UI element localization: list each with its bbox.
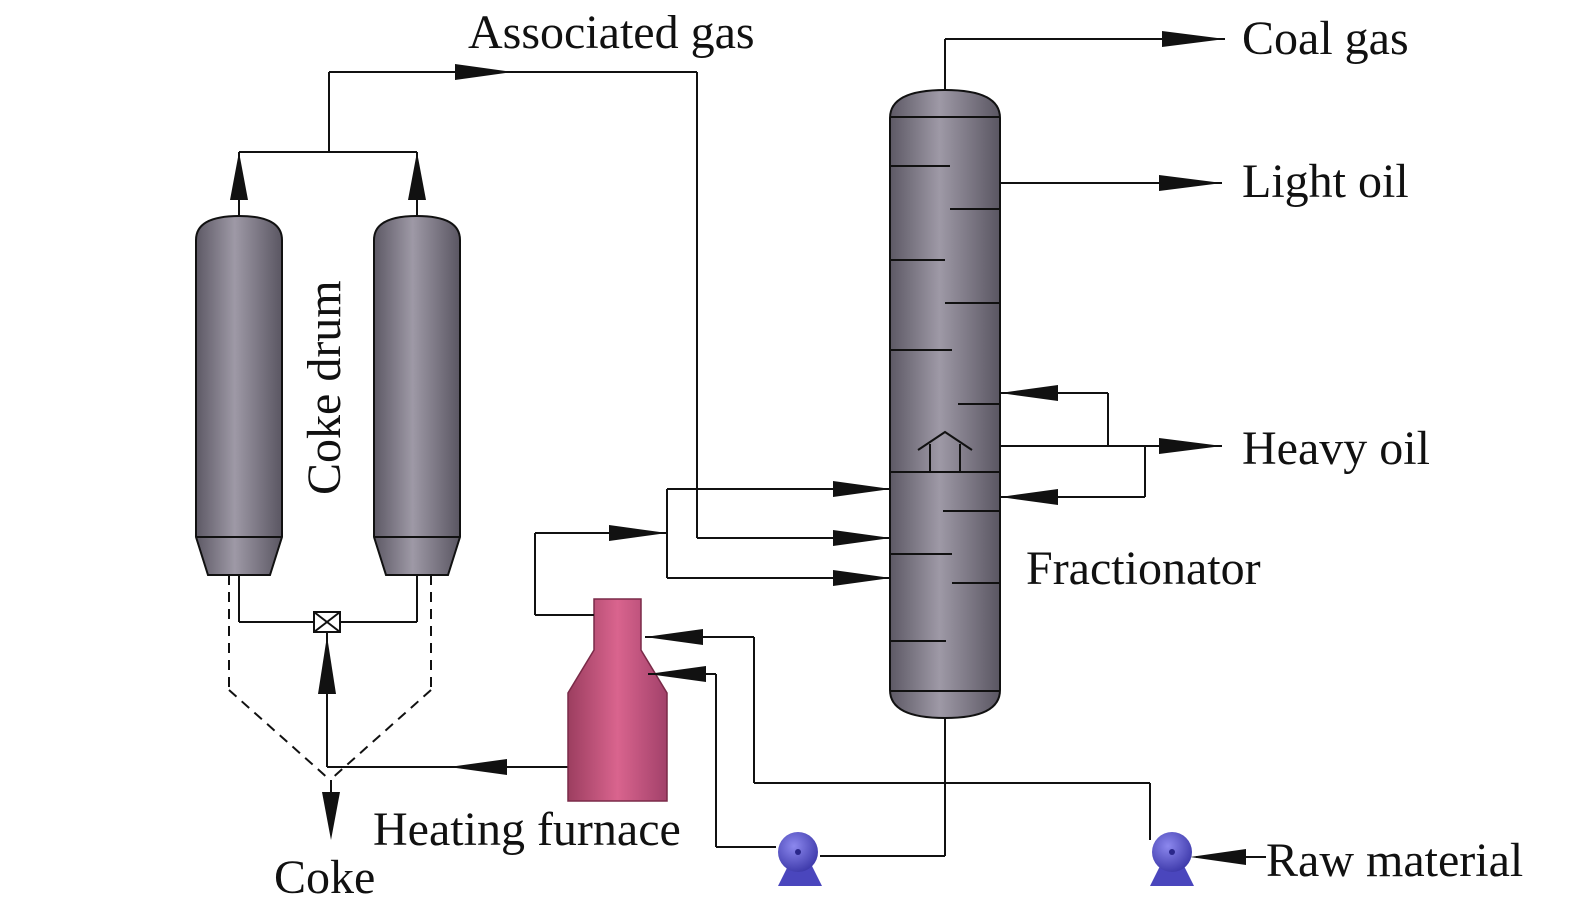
heating-furnace-label: Heating furnace [373,803,681,856]
coke-drum-right [373,214,461,576]
coke-label: Coke [274,851,375,904]
fractionator-column [889,88,1001,720]
raw-material-label: Raw material [1266,834,1523,887]
coal-gas-label: Coal gas [1242,12,1409,65]
raw-material-line [645,629,1266,865]
valve-icon [313,611,341,633]
coal-gas-line [944,31,1225,90]
associated-gas-label: Associated gas [468,6,755,59]
associated-gas-line [230,64,891,546]
light-oil-line [1000,175,1222,191]
fractionator-label: Fractionator [1026,542,1261,595]
pump-icon [778,832,822,886]
pump-icon [1150,832,1194,886]
heavy-oil-label: Heavy oil [1242,422,1430,475]
furnace-outlet-line [534,481,891,616]
fractionator-bottoms-line [648,666,946,857]
coke-drum-bottom-piping [228,575,568,840]
heavy-oil-line [1000,385,1222,505]
coke-drum-label: Coke drum [298,280,351,495]
light-oil-label: Light oil [1242,155,1409,208]
heating-furnace [567,598,668,802]
coke-drum-left [195,214,283,576]
